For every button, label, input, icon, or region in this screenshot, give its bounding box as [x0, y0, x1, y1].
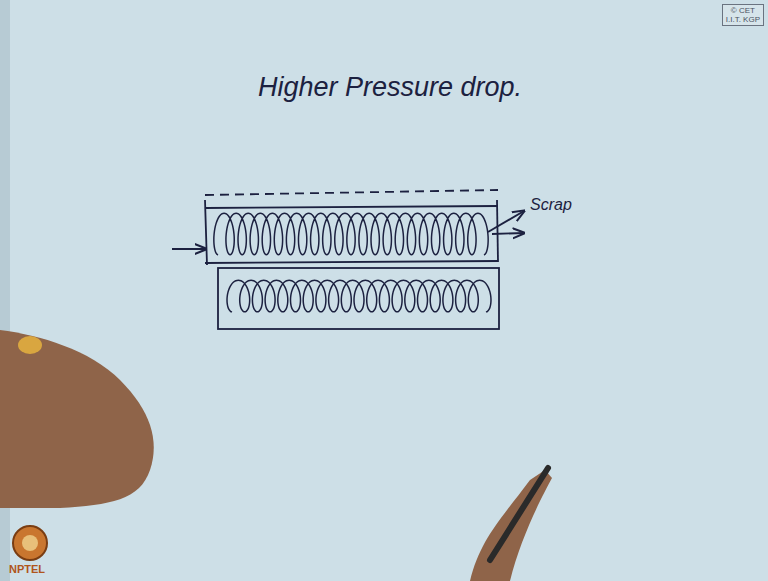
- channel-wall: [205, 206, 498, 208]
- ring: [18, 336, 42, 354]
- coil-apparatus: [172, 190, 524, 329]
- lower-chamber: [218, 268, 499, 329]
- channel-wall: [497, 200, 498, 262]
- hand: [0, 330, 552, 581]
- pen: [490, 468, 548, 560]
- channel-wall: [205, 261, 498, 263]
- hand: [0, 330, 154, 508]
- watermark-box: © CETI.I.T. KGP: [722, 4, 764, 26]
- inlet-arrow: [172, 248, 206, 250]
- channel-wall: [205, 200, 207, 265]
- coil: [227, 280, 491, 312]
- title: Higher Pressure drop.: [258, 72, 522, 103]
- outlet-arrow: [492, 233, 524, 234]
- nptel-logo: [13, 526, 47, 560]
- coil: [214, 213, 488, 255]
- nptel-logo: [22, 535, 38, 551]
- part-label: Scrap: [530, 196, 572, 214]
- scrap-arrow: [488, 211, 524, 232]
- dashed-line: [205, 190, 498, 195]
- watermark-text: © CET: [726, 6, 760, 15]
- watermark-text: I.I.T. KGP: [726, 15, 760, 24]
- nptel-logo: [13, 526, 47, 560]
- watermark: NPTEL: [9, 563, 45, 575]
